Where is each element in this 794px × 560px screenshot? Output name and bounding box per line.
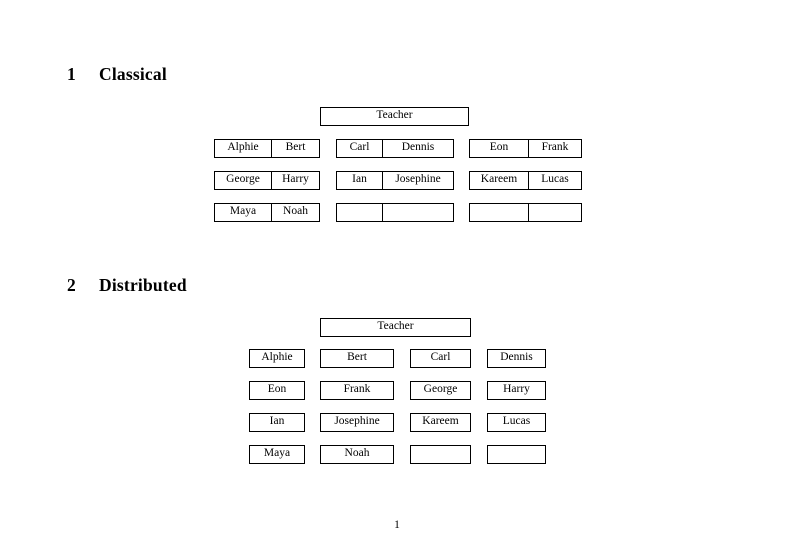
name-cell: Ian: [352, 173, 367, 186]
student-box: Dennis: [487, 349, 546, 368]
name-cell: Lucas: [528, 172, 581, 189]
name-cell: Carl: [430, 351, 451, 364]
student-pair-box: Alphie Bert: [214, 139, 320, 158]
empty-cell: [382, 204, 453, 221]
name-cell: Frank: [528, 140, 581, 157]
student-box: Frank: [320, 381, 394, 400]
name-cell: Kareem: [480, 173, 518, 186]
name-cell: Josephine: [382, 172, 453, 189]
student-box: Carl: [410, 349, 471, 368]
empty-cell: [470, 204, 528, 221]
name-cell: Alphie: [227, 141, 259, 154]
student-pair-box: [336, 203, 454, 222]
student-box: George: [410, 381, 471, 400]
name-cell: Ian: [269, 415, 285, 428]
student-box: Noah: [320, 445, 394, 464]
name-cell: Teacher: [377, 320, 414, 333]
name-cell: Eon: [267, 383, 287, 396]
student-pair-box: Eon Frank: [469, 139, 582, 158]
empty-cell: [528, 204, 581, 221]
empty-cell: [411, 446, 470, 463]
student-box: Alphie: [249, 349, 305, 368]
student-pair-box: Ian Josephine: [336, 171, 454, 190]
section-heading-classical: 1 Classical: [67, 64, 167, 85]
name-cell: Teacher: [376, 109, 413, 122]
name-cell: Frank: [343, 383, 371, 396]
name-cell: Noah: [344, 447, 370, 460]
student-pair-box: Carl Dennis: [336, 139, 454, 158]
section-number: 1: [67, 64, 76, 84]
student-box: Josephine: [320, 413, 394, 432]
student-box: Harry: [487, 381, 546, 400]
name-cell: Lucas: [502, 415, 531, 428]
name-cell: Josephine: [334, 415, 380, 428]
section-number: 2: [67, 275, 76, 295]
student-pair-box: [469, 203, 582, 222]
name-cell: Dennis: [500, 351, 533, 364]
teacher-box: Teacher: [320, 318, 471, 337]
name-cell: Bert: [347, 351, 367, 364]
student-pair-box: George Harry: [214, 171, 320, 190]
name-cell: Harry: [271, 172, 319, 189]
section-title: Distributed: [99, 275, 187, 295]
name-cell: Alphie: [261, 351, 293, 364]
name-cell: Maya: [263, 447, 291, 460]
student-pair-box: Maya Noah: [214, 203, 320, 222]
student-box: Lucas: [487, 413, 546, 432]
student-box: [487, 445, 546, 464]
name-cell: Harry: [503, 383, 530, 396]
student-box: Maya: [249, 445, 305, 464]
student-box: [410, 445, 471, 464]
empty-cell: [337, 204, 382, 221]
section-title: Classical: [99, 64, 167, 84]
name-cell: George: [226, 173, 260, 186]
name-cell: Eon: [489, 141, 509, 154]
page-number: 1: [394, 519, 400, 531]
name-cell: Noah: [271, 204, 319, 221]
name-cell: Maya: [229, 205, 257, 218]
student-pair-box: Kareem Lucas: [469, 171, 582, 190]
name-cell: Kareem: [422, 415, 459, 428]
section-heading-distributed: 2 Distributed: [67, 275, 187, 296]
name-cell: Dennis: [382, 140, 453, 157]
name-cell: Carl: [349, 141, 370, 154]
student-box: Bert: [320, 349, 394, 368]
student-box: Kareem: [410, 413, 471, 432]
empty-cell: [488, 446, 545, 463]
name-cell: George: [423, 383, 458, 396]
name-cell: Bert: [271, 140, 319, 157]
student-box: Eon: [249, 381, 305, 400]
student-box: Ian: [249, 413, 305, 432]
teacher-box: Teacher: [320, 107, 469, 126]
